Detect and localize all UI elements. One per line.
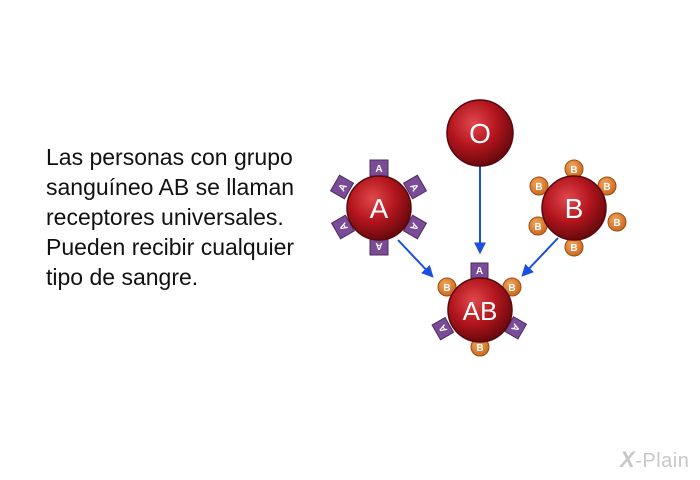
- cell-a-label: A: [370, 193, 389, 224]
- svg-text:A: A: [375, 240, 382, 251]
- cell-b-label: B: [565, 193, 584, 224]
- svg-text:B: B: [476, 343, 483, 354]
- xplain-logo-name: -Plain: [635, 450, 690, 472]
- xplain-logo: X-Plain: [620, 447, 689, 473]
- cell-o-label: O: [469, 118, 491, 149]
- cell-a: A A A A A A A: [329, 159, 428, 256]
- cell-ab: A B B A A B AB: [431, 262, 528, 357]
- antigen-ab-top-a: A: [470, 262, 489, 279]
- antigen-b-top: B: [564, 159, 584, 179]
- svg-text:B: B: [613, 218, 620, 229]
- svg-text:B: B: [534, 222, 541, 233]
- svg-text:B: B: [535, 182, 542, 193]
- svg-text:A: A: [338, 220, 351, 232]
- svg-text:A: A: [508, 321, 521, 333]
- antigen-b-upper-left: B: [529, 176, 549, 196]
- antigen-ab-upper-left-b: B: [437, 277, 457, 297]
- arrow-b-to-ab: [521, 237, 559, 277]
- cell-b: B B B B B B B: [528, 159, 627, 257]
- svg-text:A: A: [437, 322, 450, 334]
- svg-text:A: A: [407, 220, 420, 232]
- antigen-a-top: A: [369, 159, 389, 177]
- xplain-logo-mark: X: [620, 447, 636, 472]
- antigen-a-lower-left: A: [330, 214, 356, 240]
- svg-text:B: B: [603, 182, 610, 193]
- svg-text:B: B: [443, 283, 450, 294]
- antigen-b-lower-right: B: [607, 212, 627, 232]
- svg-text:B: B: [508, 283, 515, 294]
- caption-text: Las personas con grupo sanguíneo AB se l…: [46, 144, 295, 290]
- svg-text:A: A: [407, 182, 420, 194]
- svg-text:B: B: [570, 165, 577, 176]
- antigen-a-bottom: A: [369, 238, 389, 256]
- antigen-b-bottom: B: [564, 237, 584, 257]
- antigen-a-upper-right: A: [402, 174, 428, 200]
- svg-text:A: A: [476, 266, 483, 277]
- cell-ab-label: AB: [463, 296, 498, 326]
- antigen-ab-lower-left-a: A: [431, 316, 455, 341]
- svg-text:B: B: [570, 243, 577, 254]
- antigen-a-upper-left: A: [329, 174, 355, 200]
- cell-o: O: [446, 99, 514, 167]
- arrow-a-to-ab: [397, 239, 434, 278]
- svg-text:A: A: [337, 182, 350, 194]
- svg-text:A: A: [375, 164, 382, 175]
